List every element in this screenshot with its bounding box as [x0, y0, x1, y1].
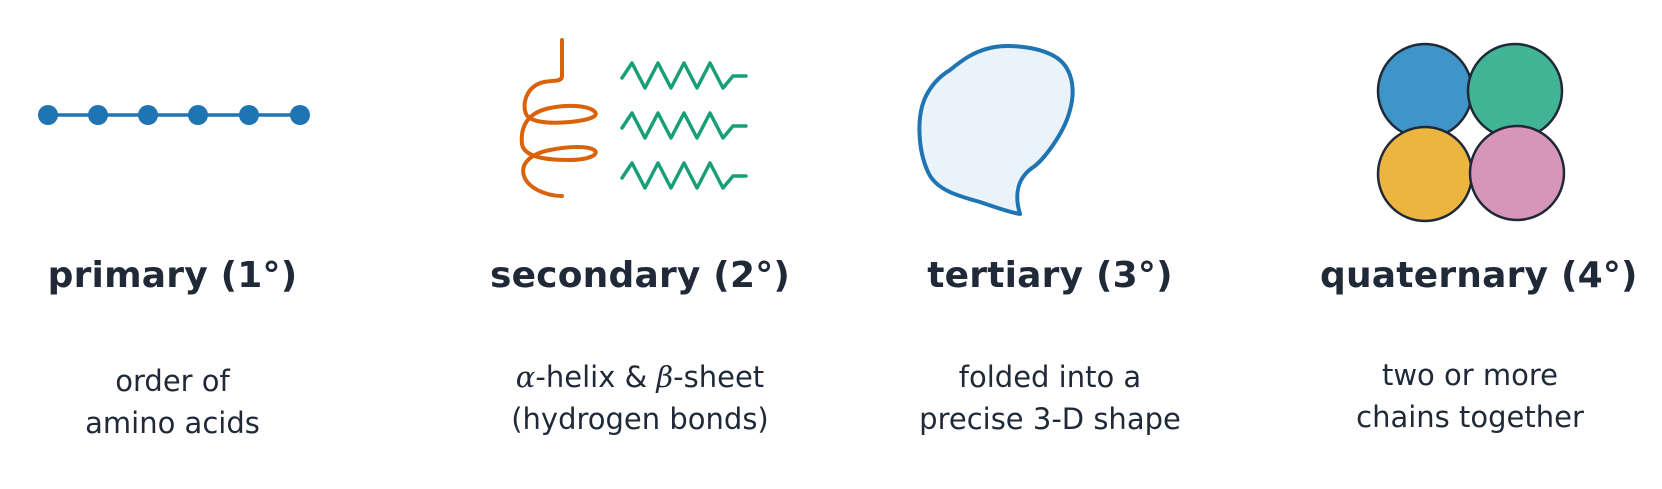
beta-symbol: β — [656, 360, 674, 394]
quaternary-title: quaternary (4°) — [1320, 255, 1638, 296]
beta-strand-1 — [620, 61, 748, 90]
amino-acid-chain-icon — [38, 105, 310, 125]
secondary-panel: secondary (2°) α-helix & β-sheet (hydrog… — [470, 0, 810, 489]
beta-sheet-text: -sheet — [673, 360, 765, 394]
tertiary-description-line-2: precise 3-D shape — [919, 402, 1181, 436]
amino-acid-dot — [290, 105, 310, 125]
secondary-title: secondary (2°) — [489, 255, 791, 296]
alpha-helix-text: -helix & — [535, 360, 657, 394]
subunit-blue — [1376, 42, 1474, 140]
folded-protein-icon — [917, 44, 1075, 216]
amino-acid-dot — [38, 105, 58, 125]
beta-strand-3 — [620, 161, 748, 190]
amino-acid-dot — [239, 105, 259, 125]
quaternary-panel: quaternary (4°) two or more chains toget… — [1320, 0, 1638, 489]
beta-strand-2 — [620, 111, 748, 140]
amino-acid-dot — [88, 105, 108, 125]
alpha-helix-icon — [519, 38, 598, 198]
primary-description: order of amino acids — [0, 360, 345, 444]
secondary-description: α-helix & β-sheet (hydrogen bonds) — [470, 356, 810, 440]
alpha-symbol: α — [515, 360, 536, 394]
primary-description-line-1: order of — [115, 364, 230, 398]
subunit-yellow — [1376, 125, 1474, 223]
secondary-description-line-2: (hydrogen bonds) — [511, 402, 769, 436]
amino-acid-dot — [188, 105, 208, 125]
amino-acid-dot — [138, 105, 158, 125]
tertiary-description-line-1: folded into a — [958, 360, 1142, 394]
quaternary-description-line-1: two or more — [1381, 358, 1559, 392]
subunit-green — [1466, 42, 1564, 140]
tertiary-panel: tertiary (3°) folded into a precise 3-D … — [910, 0, 1190, 489]
tertiary-title: tertiary (3°) — [927, 255, 1173, 296]
quaternary-description: two or more chains together — [1320, 354, 1620, 438]
alpha-helix-coil — [519, 38, 598, 198]
subunit-pink — [1468, 124, 1566, 222]
secondary-description-line-1: α-helix & β-sheet — [470, 356, 810, 398]
beta-sheet-icon — [620, 61, 748, 190]
primary-panel: primary (1°) order of amino acids — [0, 0, 345, 489]
quaternary-description-line-2: chains together — [1356, 400, 1584, 434]
folded-protein-shape — [917, 44, 1075, 216]
protein-subunits-icon — [1376, 42, 1566, 223]
primary-title: primary (1°) — [47, 255, 298, 296]
primary-description-line-2: amino acids — [85, 406, 260, 440]
tertiary-description: folded into a precise 3-D shape — [910, 356, 1190, 440]
